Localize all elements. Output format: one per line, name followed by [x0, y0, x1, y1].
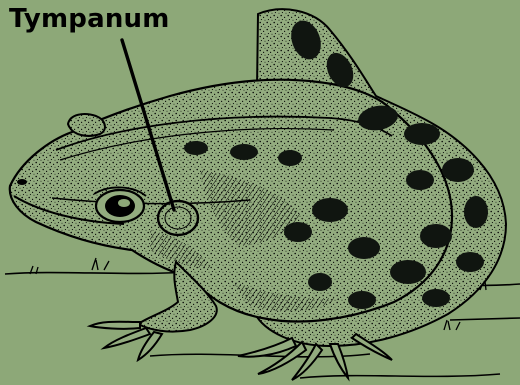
frog-tympanum — [158, 201, 198, 235]
tympanum-label: Tympanum — [9, 4, 170, 34]
